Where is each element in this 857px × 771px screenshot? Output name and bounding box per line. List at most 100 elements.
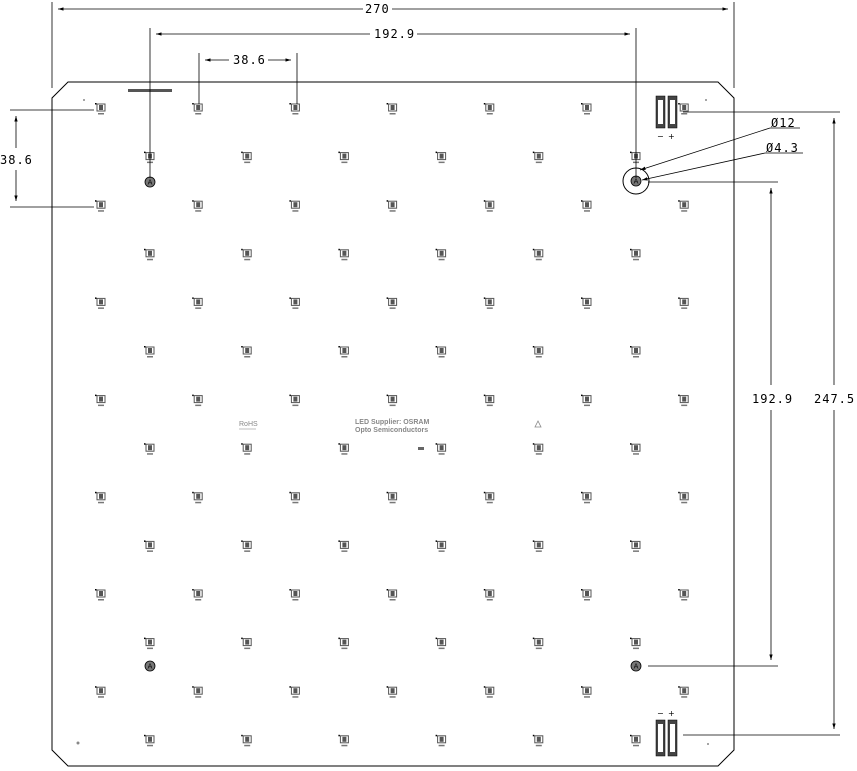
led-footprint <box>144 443 155 455</box>
mounting-hole-label: A <box>148 179 153 187</box>
led-footprint <box>338 151 349 164</box>
led-footprint <box>581 297 592 309</box>
led-footprint <box>483 491 495 504</box>
led-footprint <box>435 443 447 455</box>
led-grid <box>95 103 689 747</box>
led-footprint <box>581 394 592 407</box>
led-footprint <box>532 248 544 261</box>
led-footprint <box>241 346 252 358</box>
led-footprint <box>678 297 689 309</box>
led-footprint <box>95 297 106 309</box>
led-footprint <box>192 589 203 601</box>
dim-overall-width: 270 <box>51 2 735 88</box>
led-footprint <box>241 637 252 650</box>
supplier-line-1: LED Supplier: OSRAM <box>355 419 429 426</box>
connector-top-minus: − <box>657 132 664 141</box>
led-footprint <box>435 734 447 747</box>
led-footprint <box>144 637 155 650</box>
led-footprint <box>630 248 641 261</box>
supplier-line-2: Opto Semiconductors <box>355 427 428 434</box>
ul-mark-icon <box>418 447 424 450</box>
led-footprint <box>678 686 689 698</box>
led-footprint <box>144 248 155 261</box>
dim-overall-height: 247.5 <box>683 111 855 736</box>
led-footprint <box>386 103 398 115</box>
led-footprint <box>95 686 106 698</box>
led-footprint <box>435 151 447 164</box>
led-footprint <box>483 103 495 115</box>
led-footprint <box>678 589 689 601</box>
connector-bottom-plus: + <box>668 709 675 718</box>
led-footprint <box>581 200 592 212</box>
dim-led-pitch-y: 38.6 <box>0 109 94 208</box>
led-footprint <box>386 200 398 212</box>
led-footprint <box>144 540 155 552</box>
fiducial <box>76 741 80 745</box>
mounting-hole: A <box>144 176 156 188</box>
led-footprint <box>386 297 398 309</box>
led-footprint <box>338 346 349 358</box>
led-footprint <box>630 346 641 358</box>
led-footprint <box>192 200 203 212</box>
led-footprint <box>435 248 447 261</box>
led-footprint <box>532 540 544 552</box>
led-footprint <box>289 200 300 212</box>
board-outline <box>51 81 735 767</box>
led-footprint <box>532 443 544 455</box>
dim-overall-width-label: 270 <box>365 2 390 16</box>
led-footprint <box>241 540 252 552</box>
led-footprint <box>192 686 203 698</box>
led-footprint <box>95 394 106 407</box>
dim-hole-spacing-x: 192.9 <box>149 27 637 178</box>
dim-hole-large-diameter-label: Ø12 <box>771 116 796 130</box>
led-footprint <box>192 103 203 115</box>
led-footprint <box>144 346 155 358</box>
led-footprint <box>289 103 300 115</box>
led-footprint <box>532 637 544 650</box>
dim-hole-large-diameter: Ø12 <box>639 116 800 171</box>
led-footprint <box>386 394 398 407</box>
led-footprint <box>289 394 300 407</box>
connector-bottom-minus: − <box>657 709 664 718</box>
led-footprint <box>581 589 592 601</box>
led-footprint <box>581 686 592 698</box>
led-footprint <box>338 734 349 747</box>
led-footprint <box>630 637 641 650</box>
fiducial <box>707 743 709 745</box>
led-footprint <box>678 103 689 115</box>
led-footprint <box>630 734 641 747</box>
led-footprint <box>532 734 544 747</box>
led-footprint <box>338 540 349 552</box>
mounting-holes: A A A A <box>144 175 642 672</box>
led-footprint <box>338 248 349 261</box>
esd-warning-icon <box>534 420 542 428</box>
led-footprint <box>192 491 203 504</box>
fiducial <box>705 99 707 101</box>
connector-top: − + <box>655 95 678 141</box>
led-footprint <box>483 589 495 601</box>
led-footprint <box>630 540 641 552</box>
led-footprint <box>95 103 106 115</box>
led-footprint <box>435 637 447 650</box>
dim-overall-height-label: 247.5 <box>814 392 855 406</box>
mounting-hole-label: A <box>634 663 639 671</box>
mounting-hole-label: A <box>148 663 153 671</box>
led-footprint <box>241 151 252 164</box>
led-footprint <box>95 200 106 212</box>
mounting-hole: A <box>630 175 642 187</box>
dim-hole-spacing-y: 192.9 <box>648 181 792 667</box>
dim-hole-small-diameter: Ø4.3 <box>641 141 803 181</box>
led-footprint <box>532 151 544 164</box>
led-footprint <box>483 297 495 309</box>
connector-top-plus: + <box>668 132 675 141</box>
led-footprint <box>95 589 106 601</box>
led-footprint <box>289 491 300 504</box>
dim-led-pitch-x: 38.6 <box>198 53 298 104</box>
dim-hole-small-diameter-label: Ø4.3 <box>766 141 799 155</box>
led-footprint <box>289 589 300 601</box>
led-footprint <box>678 394 689 407</box>
connector-bottom: − + <box>655 709 678 757</box>
led-footprint <box>95 491 106 504</box>
led-footprint <box>386 686 398 698</box>
